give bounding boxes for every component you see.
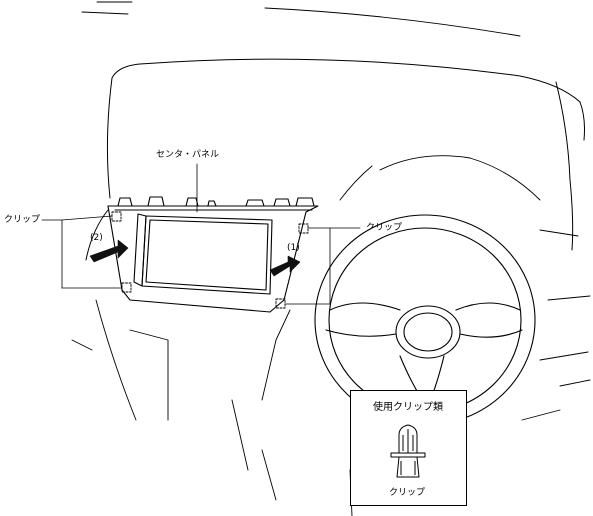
inset-title: 使用クリップ類 — [373, 402, 443, 413]
dashboard-outline — [85, 58, 585, 261]
clip-markers — [111, 211, 309, 309]
clip-inset-box: 使用クリップ類 クリップ — [350, 390, 467, 506]
inset-caption: クリップ — [389, 488, 426, 498]
arrow-step-1 — [269, 255, 301, 277]
label-center-panel: センタ・パネル — [156, 150, 220, 160]
lower-dash — [71, 155, 591, 516]
display-screen — [133, 213, 273, 295]
clip-icon — [390, 424, 426, 478]
windshield-lines — [81, 1, 521, 37]
label-step-1: (1) — [287, 243, 300, 253]
label-clip-right: クリップ — [366, 223, 403, 233]
removal-arrows — [89, 239, 301, 277]
arrow-step-2 — [89, 239, 129, 263]
label-step-2: (2) — [90, 233, 103, 243]
label-clip-left: クリップ — [4, 215, 41, 225]
